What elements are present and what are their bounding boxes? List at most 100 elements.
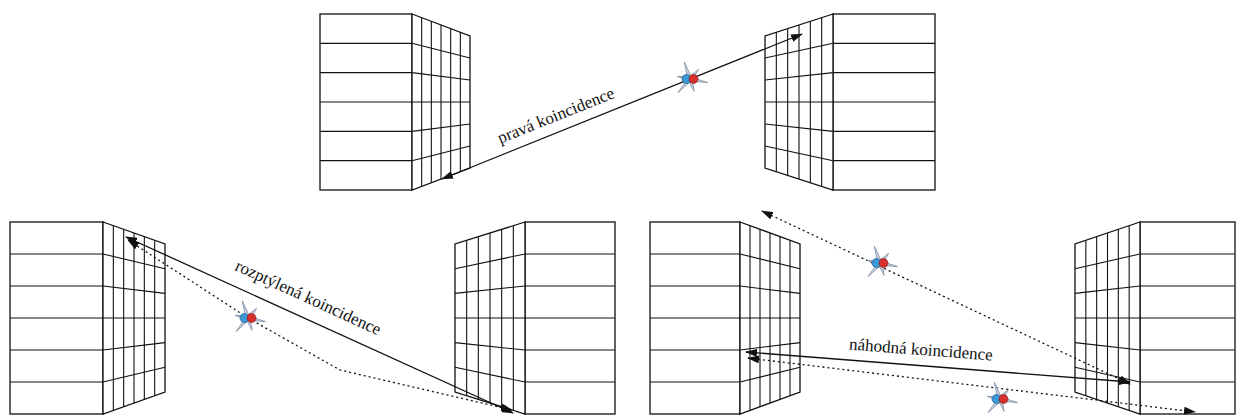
crystal-row: [833, 101, 935, 102]
crystal-row: [765, 124, 833, 131]
detector-block: [1075, 222, 1235, 414]
detector-block: [765, 14, 935, 190]
crystal-row: [320, 160, 412, 161]
crystal-row: [412, 146, 470, 161]
electron: [879, 259, 888, 268]
crystal-row: [1140, 317, 1235, 318]
crystal-row: [740, 286, 800, 293]
crystal-row: [10, 317, 103, 318]
photon-path: [128, 240, 248, 318]
detector-face: [833, 14, 935, 190]
crystal-row: [525, 285, 615, 286]
crystal-row: [1075, 286, 1140, 293]
true-coincidence-line: [442, 34, 802, 179]
detector-block: [455, 222, 615, 414]
crystal-row: [525, 317, 615, 318]
crystal-row: [1140, 381, 1235, 382]
crystal-row: [1075, 254, 1140, 269]
detector-block: [650, 222, 800, 414]
crystal-row: [412, 101, 470, 102]
electron: [247, 314, 256, 323]
crystal-row: [650, 253, 740, 254]
crystal-row: [833, 160, 935, 161]
detector-side: [1075, 222, 1140, 414]
scattered-coincidence-line: [126, 237, 513, 413]
detector-blocks: [10, 14, 1235, 414]
crystal-row: [455, 367, 525, 382]
photon-path: [762, 211, 1130, 384]
coincidence-label: rozptýlená koincidence: [231, 256, 386, 340]
annihilation-star: [235, 301, 265, 332]
crystal-row: [103, 367, 165, 382]
crystal-row: [525, 349, 615, 350]
crystal-row: [455, 286, 525, 293]
detector-face: [525, 222, 615, 414]
crystal-row: [103, 343, 165, 350]
detector-block: [10, 222, 165, 414]
crystal-row: [650, 381, 740, 382]
annihilation-star: [987, 382, 1017, 413]
crystal-row: [740, 254, 800, 269]
detector-face: [10, 222, 103, 414]
crystal-row: [765, 101, 833, 102]
photon-path: [748, 358, 1195, 412]
crystal-row: [320, 101, 412, 102]
burst: [235, 301, 265, 332]
crystal-row: [1075, 317, 1140, 318]
crystal-row: [1140, 253, 1235, 254]
crystal-row: [650, 285, 740, 286]
annihilation-star: [677, 62, 707, 93]
crystal-row: [103, 286, 165, 293]
crystal-row: [1140, 285, 1235, 286]
crystal-row: [765, 43, 833, 58]
crystal-row: [740, 367, 800, 382]
photon-paths: [126, 34, 1195, 413]
crystal-row: [10, 349, 103, 350]
crystal-row: [833, 72, 935, 73]
crystal-row: [525, 253, 615, 254]
crystal-row: [455, 254, 525, 269]
crystal-row: [1075, 343, 1140, 350]
crystal-row: [412, 73, 470, 80]
crystal-row: [412, 43, 470, 58]
detector-block: [320, 14, 470, 190]
detector-side: [455, 222, 525, 414]
detector-side: [412, 14, 470, 190]
crystal-row: [765, 146, 833, 161]
crystal-row: [525, 381, 615, 382]
annihilation-star: [867, 246, 897, 277]
crystal-row: [103, 317, 165, 318]
detector-face: [650, 222, 740, 414]
burst: [677, 62, 707, 93]
detector-side: [765, 14, 833, 190]
crystal-row: [740, 343, 800, 350]
detector-side: [740, 222, 800, 414]
crystal-row: [10, 253, 103, 254]
burst: [987, 382, 1017, 413]
crystal-row: [320, 43, 412, 44]
crystal-row: [320, 131, 412, 132]
burst: [867, 246, 897, 277]
crystal-row: [455, 317, 525, 318]
crystal-row: [740, 317, 800, 318]
crystal-row: [650, 349, 740, 350]
crystal-row: [650, 317, 740, 318]
crystal-row: [833, 43, 935, 44]
crystal-row: [412, 124, 470, 131]
crystal-row: [833, 131, 935, 132]
coincidence-label: náhodná koincidence: [847, 335, 996, 364]
crystal-row: [10, 285, 103, 286]
electron: [689, 75, 698, 84]
electron: [999, 395, 1008, 404]
crystal-row: [10, 381, 103, 382]
crystal-row: [765, 73, 833, 80]
crystal-row: [103, 254, 165, 269]
crystal-row: [1140, 349, 1235, 350]
detector-face: [320, 14, 412, 190]
annihilation-events: [235, 62, 1017, 413]
detector-face: [1140, 222, 1235, 414]
crystal-row: [320, 72, 412, 73]
crystal-row: [455, 343, 525, 350]
